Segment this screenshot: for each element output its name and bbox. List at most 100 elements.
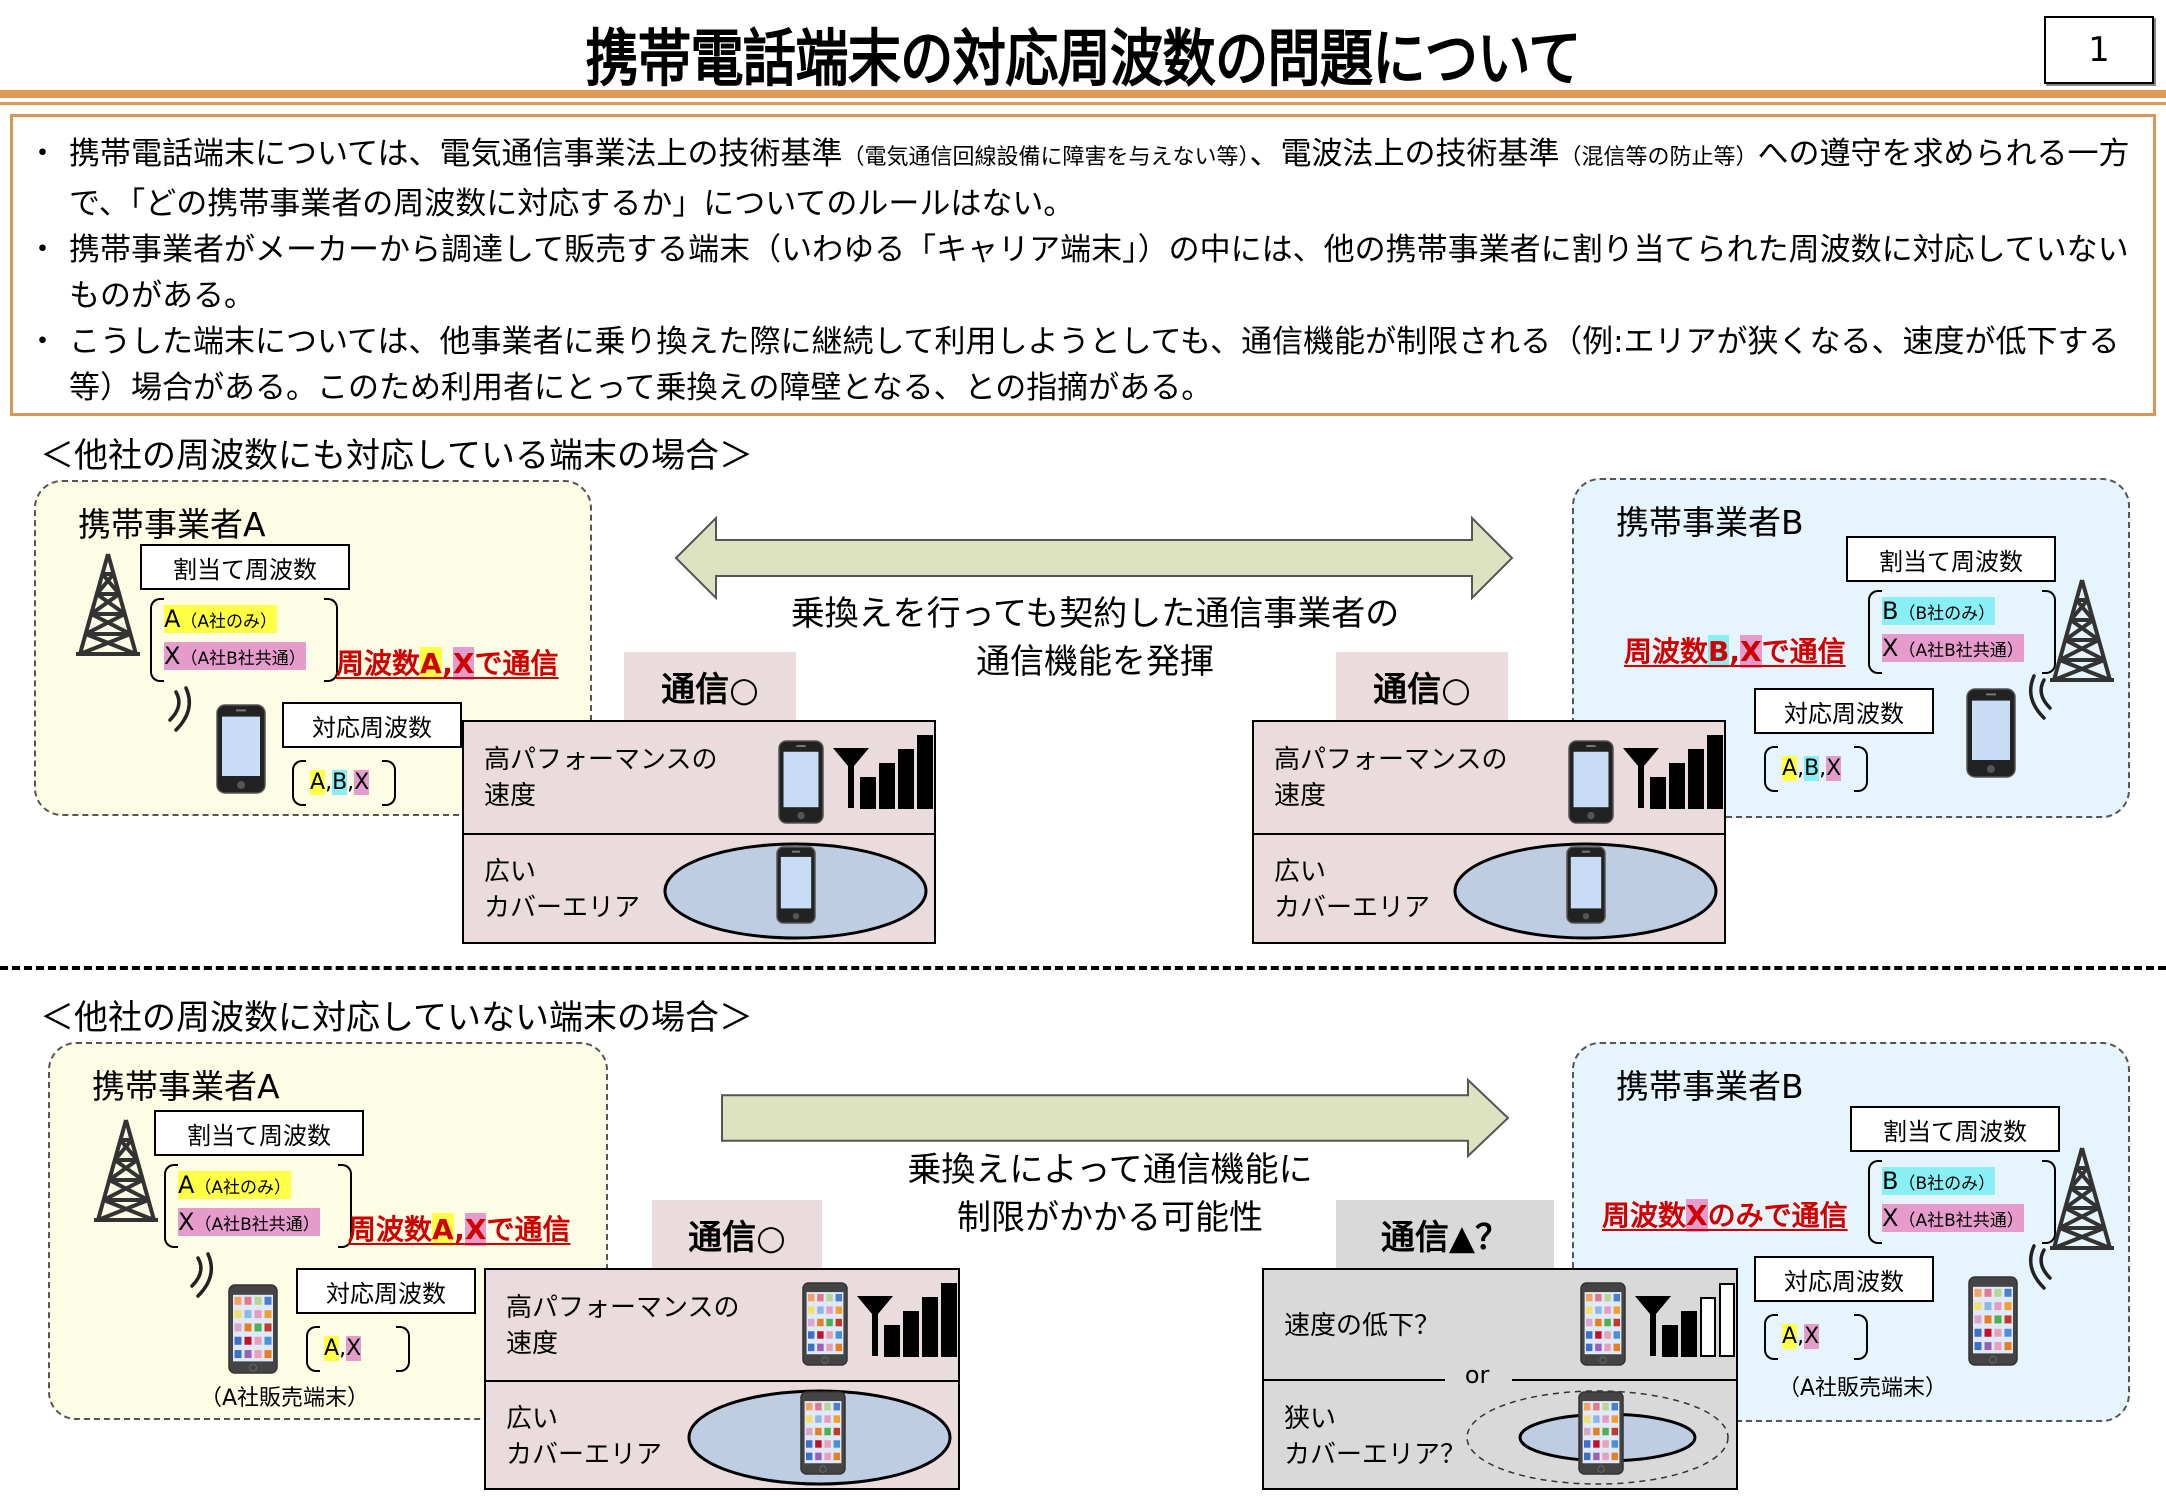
speed-text: 高パフォーマンスの速度 [506,1290,739,1362]
frequency-note: （A社B社共通） [1898,641,2024,661]
comm-frequency: X [1686,1199,1708,1232]
smartphone-icon [228,1284,278,1374]
bracket [164,1164,178,1248]
tower-icon [2050,579,2114,682]
bracket [382,760,396,806]
supported-frequency-list: A,X [1782,1320,1820,1354]
bracket [1854,746,1868,792]
speed-text: 速度の低下？ [1284,1308,1440,1344]
coverage-line: 狭い [1284,1403,1337,1434]
speed-line: 速度 [1274,781,1327,811]
signal-bar [879,763,895,809]
radio-waves-icon [168,686,192,732]
frequency-note: （B社のみ） [1898,604,1996,624]
smartphone-icon [1565,846,1606,924]
radio-waves-icon [2028,674,2052,720]
communication-status-tab: 通信○ [652,1200,822,1268]
supported-frequency-list: A,B,X [310,766,370,800]
speed-line: 高パフォーマンスの [1274,745,1508,775]
allocated-frequency-list: B（B社のみ） X（A社B社共通） [1882,1164,2024,1238]
comm-sep: , [442,647,453,680]
description-line: 乗換えを行っても契約した通信事業者の [790,594,1400,634]
frequency-highlight: X（A社B社共通） [1882,634,2024,662]
coverage-line: カバーエリア [506,1439,663,1470]
frequency-item: X（A社B社共通） [178,1205,320,1242]
frequency-letter: X [1882,634,1899,662]
supported-frequency-label: 対応周波数 [282,702,462,748]
comm-sep: , [1819,756,1827,781]
supported-frequency: A [1782,1324,1798,1349]
carrier-name: 携帯事業者B [1616,503,1804,542]
row-divider [1254,833,1724,835]
allocated-frequency-label: 割当て周波数 [140,544,350,590]
frequency-highlight: A（A社のみ） [178,1171,292,1199]
frequency-highlight: B（B社のみ） [1882,597,1996,625]
allocated-frequency-label: 割当て周波数 [154,1110,364,1156]
section-heading-compatible: ＜他社の周波数にも対応している端末の場合＞ [40,436,753,476]
speed-line: 速度の低下？ [1284,1310,1441,1341]
coverage-text: 広いカバーエリア [1274,854,1430,926]
radio-waves-icon [190,1252,214,1298]
signal-bar [941,1283,957,1357]
smartphone-icon [1577,1391,1624,1475]
communication-frequency-text: 周波数Xのみで通信 [1602,1194,1848,1234]
summary-bullet: 携帯電話端末については、電気通信事業法上の技術基準（電気通信回線設備に障害を与え… [27,131,2139,227]
tower-icon [2050,1147,2114,1250]
signal-bar [898,749,914,809]
comm-frequency: B [1708,635,1730,668]
signal-bar [860,777,876,809]
frequency-item: X（A社B社共通） [1882,1201,2024,1238]
comm-frequency: X [452,647,475,680]
section-heading-incompatible: ＜他社の周波数に対応していない端末の場合＞ [40,998,753,1038]
comm-prefix: 周波数 [348,1213,433,1246]
bracket [1764,746,1778,792]
bracket [306,1326,320,1372]
supported-frequency-label: 対応周波数 [1754,688,1934,734]
row-divider [464,833,934,835]
carrier-name: 携帯事業者A [78,505,266,544]
supported-frequency: A [1782,756,1798,781]
tower-icon [76,553,140,656]
supported-frequency-list: A,X [324,1332,362,1366]
supported-frequency-label: 対応周波数 [1754,1256,1934,1302]
description-line: 乗換えによって通信機能に [907,1150,1313,1190]
frequency-item: B（B社のみ） [1882,1164,2024,1201]
frequency-letter: X [178,1208,195,1236]
smartphone-icon [1968,1276,2018,1366]
signal-bar [884,1325,900,1357]
smartphone-icon [802,1282,848,1366]
coverage-text: 狭いカバーエリア？ [1284,1401,1466,1473]
double-arrow-icon [674,515,1514,601]
frequency-item: A（A社のみ） [178,1168,320,1205]
coverage-text: 広いカバーエリア [506,1401,662,1473]
smartphone-icon [1568,740,1614,824]
right-arrow-icon [721,1077,1510,1159]
signal-bar [1662,1325,1678,1357]
comm-sep: , [347,770,355,795]
comm-suffix: で通信 [474,647,559,680]
communication-status-tab: 通信○ [624,652,796,720]
frequency-item: B（B社のみ） [1882,594,2024,631]
bracket [2042,590,2056,674]
frequency-note: （A社B社共通） [194,1215,320,1235]
summary-text: （電気通信回線設備に障害を与えない等） [842,145,1250,170]
row-divider [486,1380,958,1382]
bracket [150,598,164,682]
comm-prefix: 周波数 [1602,1199,1687,1232]
coverage-line: カバーエリア？ [1284,1439,1467,1470]
frequency-highlight: B（B社のみ） [1882,1167,1996,1195]
communication-status-tab: 通信○ [1336,652,1508,720]
comm-suffix: で通信 [486,1213,571,1246]
comm-frequency: X [1740,635,1762,668]
summary-text: （混信等の防止等） [1559,145,1758,170]
frequency-letter: A [164,605,181,633]
coverage-line: 広い [1274,857,1327,887]
comm-sep: , [339,1336,347,1361]
speed-line: 速度 [506,1328,559,1359]
bracket [1854,1314,1868,1360]
comm-sep: , [1797,1324,1805,1349]
bracket [1868,1160,1882,1244]
supported-frequency-list: A,B,X [1782,752,1842,786]
